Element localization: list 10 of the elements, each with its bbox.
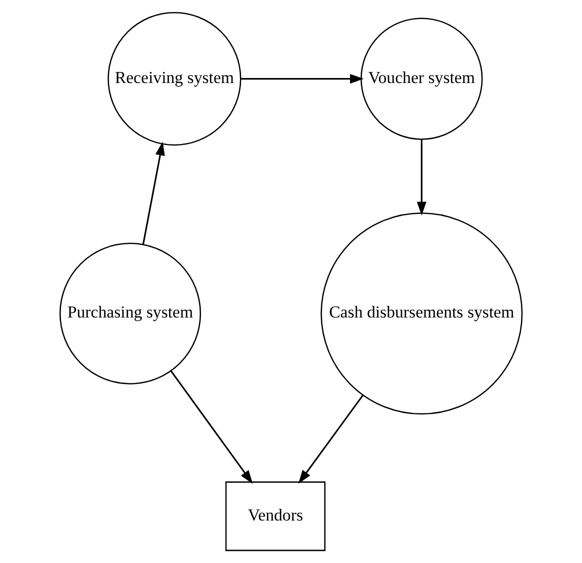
node-circle: Cash disbursements system [320,212,523,415]
arrow [142,142,165,245]
arrow [298,394,364,484]
node-circle: Purchasing system [59,242,202,384]
node-circle: Voucher system [360,18,483,140]
node-circle: Receiving system [108,12,242,146]
arrow [416,139,426,216]
arrow [170,370,253,484]
arrow [241,74,364,84]
node-box: Vendors [225,481,326,552]
